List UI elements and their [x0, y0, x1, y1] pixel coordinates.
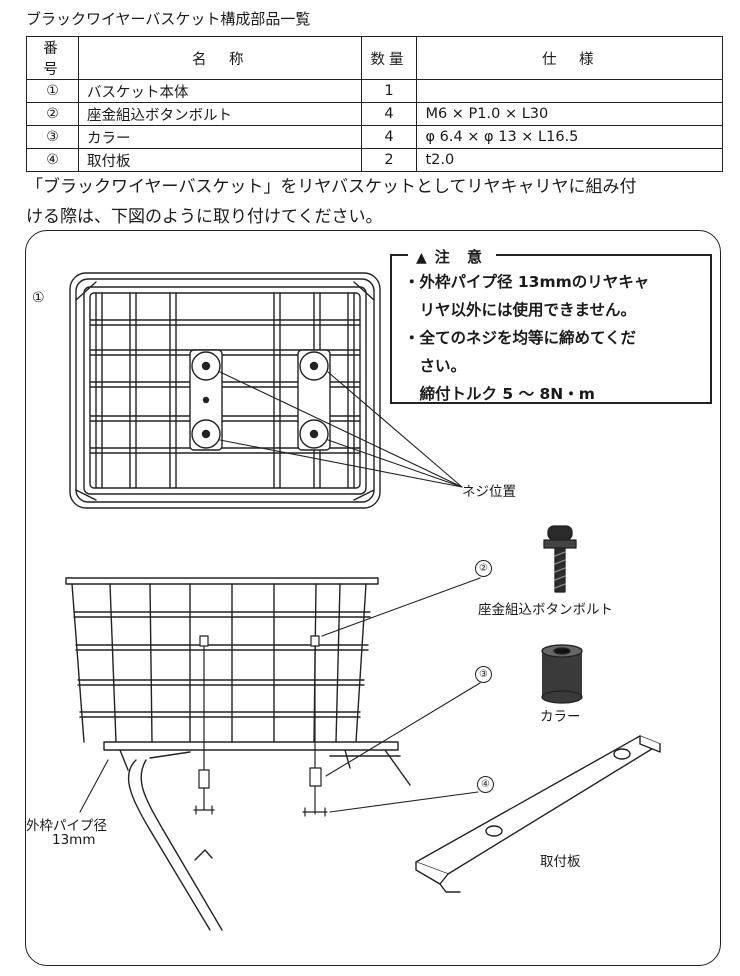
caution-body: ・外枠パイプ径 13mmのリヤキャ リヤ以外には使用できません。 ・全てのネジを…	[404, 268, 708, 408]
cell-spec: t2.0	[416, 148, 723, 172]
table-row: ④ 取付板 2 t2.0	[26, 148, 723, 172]
cell-number: ③	[26, 125, 79, 149]
cell-name: バスケット本体	[77, 79, 362, 103]
header-spec: 仕 様	[416, 36, 723, 80]
cell-spec: M6 × P1.0 × L30	[416, 102, 723, 126]
intro-line-2: ける際は、下図のように取り付けてください。	[26, 207, 383, 227]
mounting-plate-part	[415, 735, 661, 893]
caution-line: さい。	[404, 357, 467, 375]
caution-line: ・全てのネジを均等に締めてくだ	[404, 329, 637, 347]
marker-4: ④	[477, 776, 494, 793]
caution-box	[390, 254, 712, 404]
basket-top-view	[69, 272, 381, 509]
cell-spec: φ 6.4 × φ 13 × L16.5	[416, 125, 723, 149]
mounting-plates-top	[189, 349, 331, 451]
page-title: ブラックワイヤーバスケット構成部品一覧	[26, 10, 311, 28]
caution-line: リヤ以外には使用できません。	[404, 301, 637, 319]
plate-label: 取付板	[540, 854, 581, 870]
header-quantity: 数量	[360, 36, 418, 80]
bolt-part	[543, 525, 577, 593]
basket-side-view	[65, 577, 411, 931]
bolt-assembly-right	[302, 635, 328, 817]
cell-number: ①	[26, 79, 79, 103]
cell-number: ④	[26, 148, 79, 172]
intro-text: 「ブラックワイヤーバスケット」をリヤバスケットとしてリヤキャリヤに組み付 ける際…	[26, 172, 726, 232]
caution-line: ・外枠パイプ径 13mmのリヤキャ	[404, 273, 650, 291]
collar-part	[541, 644, 583, 704]
bolt-assembly-left	[193, 635, 215, 815]
caution-line: 締付トルク 5 ～ 8N・m	[404, 385, 595, 403]
cell-number: ②	[26, 102, 79, 126]
pipe-diameter-value: 13mm	[52, 832, 96, 848]
cell-quantity: 2	[360, 148, 418, 172]
intro-line-1: 「ブラックワイヤーバスケット」をリヤバスケットとしてリヤキャリヤに組み付	[26, 177, 637, 197]
caution-heading: ▲ 注 意	[408, 246, 497, 267]
figure-marker-1: ①	[32, 290, 45, 306]
parts-table: 番号 名 称 数量 仕 様 ① バスケット本体 1 ② 座金組込ボタンボルト 4…	[26, 36, 723, 172]
table-header-row: 番号 名 称 数量 仕 様	[26, 36, 723, 80]
pipe-diameter-label: 外枠パイプ径	[26, 818, 107, 834]
header-number: 番号	[26, 36, 79, 80]
table-row: ② 座金組込ボタンボルト 4 M6 × P1.0 × L30	[26, 102, 723, 126]
cell-name: 座金組込ボタンボルト	[77, 102, 362, 126]
screw-position-leaders	[219, 371, 463, 488]
warning-icon: ▲	[416, 250, 427, 266]
table-row: ③ カラー 4 φ 6.4 × φ 13 × L16.5	[26, 125, 723, 149]
bolt-label: 座金組込ボタンボルト	[478, 602, 613, 618]
screw-position-label: ネジ位置	[462, 484, 516, 500]
caution-heading-text: 注 意	[434, 248, 489, 266]
marker-leaders	[79, 577, 481, 813]
cell-name: 取付板	[77, 148, 362, 172]
marker-3: ③	[475, 666, 492, 683]
figure-frame	[25, 230, 721, 966]
marker-2: ②	[475, 560, 492, 577]
collar-label: カラー	[540, 709, 581, 725]
